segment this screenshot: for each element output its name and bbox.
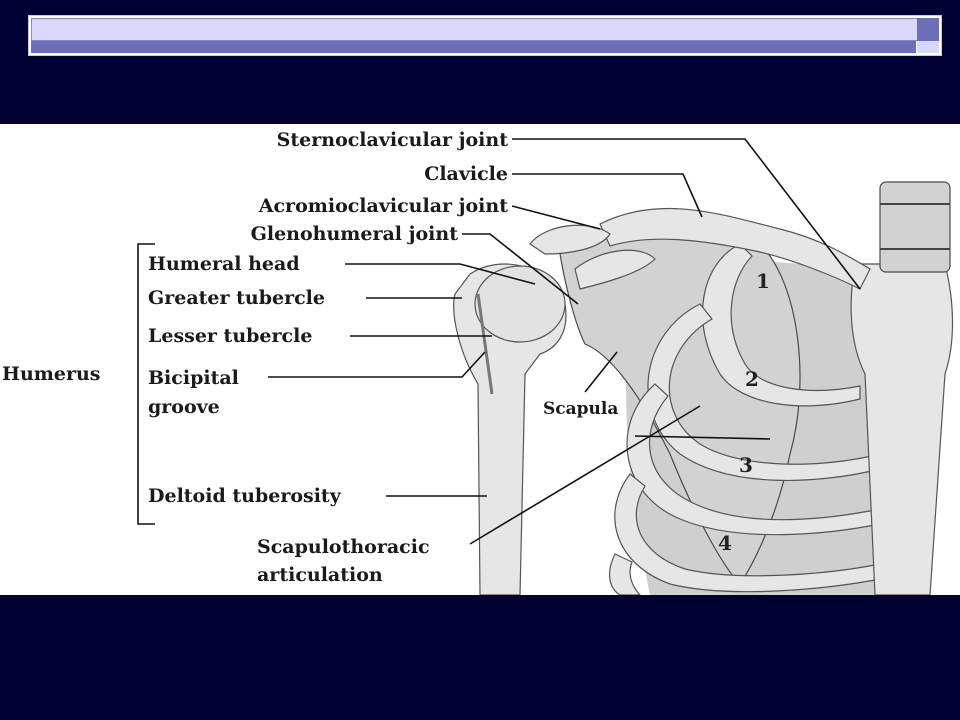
label-bicipital: Bicipital bbox=[148, 367, 239, 389]
bone-illustration bbox=[453, 181, 954, 595]
shoulder-anatomy-figure: Sternoclavicular joint Clavicle Acromioc… bbox=[0, 124, 960, 595]
label-sternoclavicular-joint: Sternoclavicular joint bbox=[277, 129, 509, 151]
label-articulation: articulation bbox=[257, 564, 383, 586]
leader-rib-pointer bbox=[634, 435, 771, 440]
label-lesser-tubercle: Lesser tubercle bbox=[148, 325, 312, 347]
rib-number-3: 3 bbox=[739, 453, 753, 477]
title-bar-stripe-top bbox=[31, 18, 918, 41]
label-deltoid-tuberosity: Deltoid tuberosity bbox=[148, 485, 342, 507]
rib-5 bbox=[608, 553, 641, 595]
rib-number-2: 2 bbox=[745, 367, 759, 391]
rib-number-4: 4 bbox=[718, 531, 732, 555]
leader-scapula bbox=[584, 351, 618, 393]
labels: Sternoclavicular joint Clavicle Acromioc… bbox=[2, 129, 618, 586]
label-greater-tubercle: Greater tubercle bbox=[148, 287, 325, 309]
leader-lines bbox=[137, 138, 861, 545]
vertebra-column bbox=[879, 181, 951, 273]
bicipital-groove-shape bbox=[476, 293, 494, 395]
title-bar-square-dark bbox=[917, 18, 939, 41]
label-acromioclavicular-joint: Acromioclavicular joint bbox=[258, 195, 508, 217]
rib-1 bbox=[701, 243, 861, 407]
leader-glenohumeral bbox=[462, 233, 579, 305]
title-bar bbox=[28, 15, 942, 56]
title-bar-stripe-bottom bbox=[31, 41, 916, 53]
rib-number-1: 1 bbox=[756, 269, 770, 293]
label-groove: groove bbox=[148, 396, 220, 418]
leader-clavicle bbox=[512, 173, 703, 218]
acromion bbox=[529, 224, 611, 255]
coracoid bbox=[574, 249, 656, 290]
shoulder-diagram: Sternoclavicular joint Clavicle Acromioc… bbox=[2, 129, 954, 595]
label-clavicle: Clavicle bbox=[424, 163, 508, 185]
humerus-bracket bbox=[137, 243, 155, 525]
title-bar-square-light bbox=[917, 41, 939, 53]
humeral-head-shape bbox=[474, 265, 566, 343]
label-glenohumeral-joint: Glenohumeral joint bbox=[251, 223, 459, 245]
label-humerus: Humerus bbox=[2, 363, 100, 385]
leader-acromioclavicular bbox=[511, 205, 601, 230]
leader-humeral-head bbox=[345, 263, 536, 285]
rib-numbers: 1 2 3 4 bbox=[718, 269, 770, 555]
leader-sternoclavicular bbox=[512, 138, 861, 290]
leader-bicipital-groove bbox=[268, 351, 486, 378]
label-scapula: Scapula bbox=[543, 399, 618, 419]
sternum-bone bbox=[850, 263, 954, 595]
leader-scapulothoracic bbox=[469, 405, 701, 545]
label-humeral-head: Humeral head bbox=[148, 253, 300, 275]
label-scapulothoracic: Scapulothoracic bbox=[257, 536, 430, 558]
